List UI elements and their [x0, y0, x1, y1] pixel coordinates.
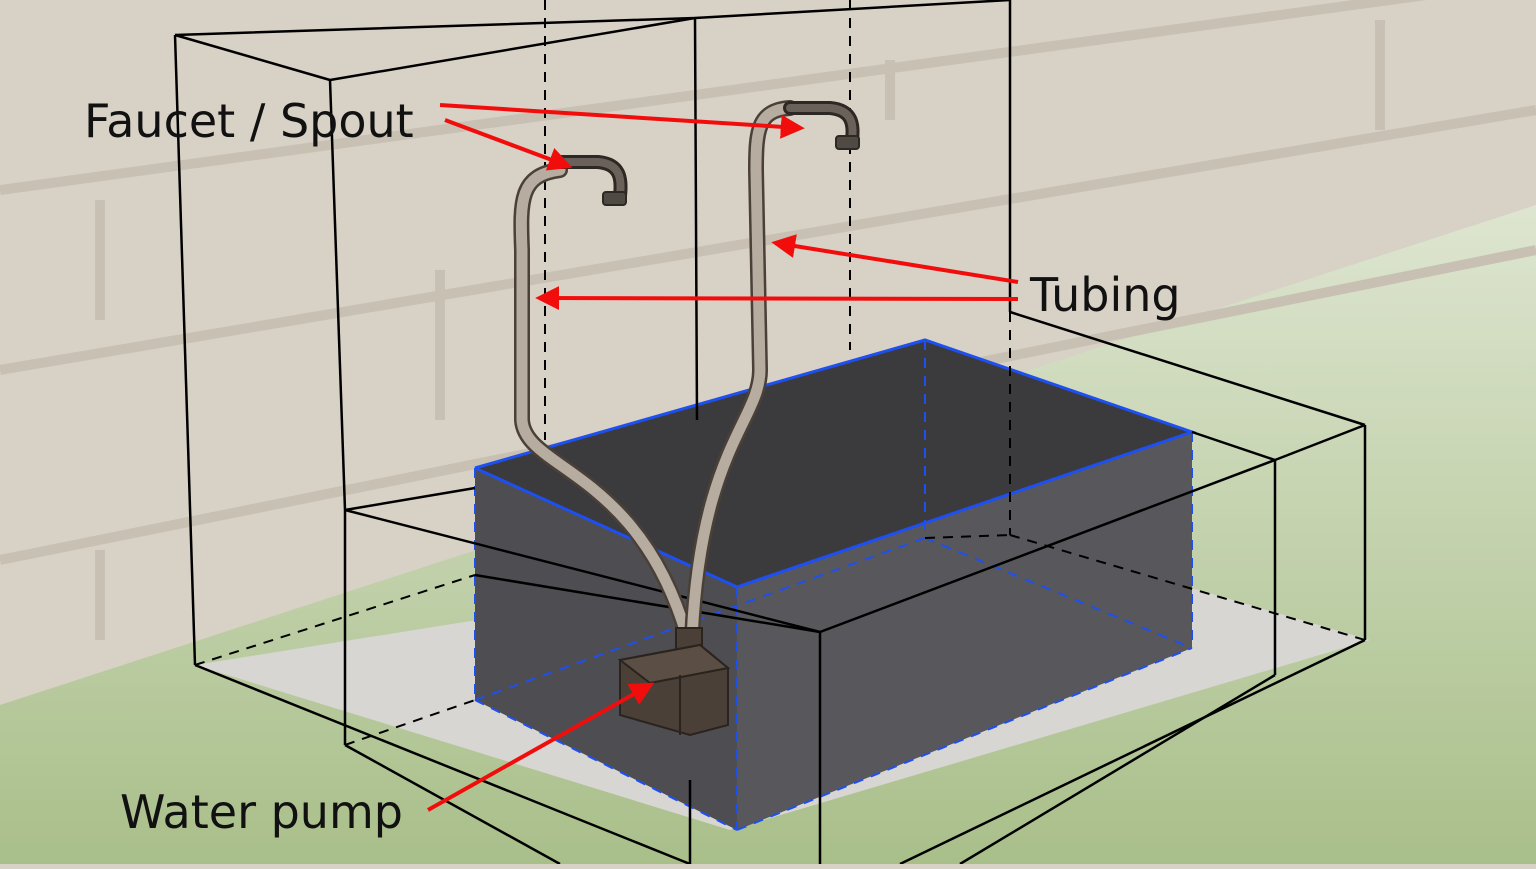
label-water-pump: Water pump	[120, 785, 403, 839]
basin-inner	[475, 340, 1192, 587]
tubing	[513, 100, 798, 648]
wireframe-solid	[173, 0, 1367, 866]
water-pump	[617, 627, 731, 737]
label-tubing: Tubing	[1029, 268, 1181, 322]
wireframe-dashed	[194, 0, 1366, 746]
annotation-arrows	[427, 103, 1019, 812]
arrow-tubing-right	[771, 234, 1019, 284]
label-faucet-spout: Faucet / Spout	[84, 94, 414, 148]
faucet-left	[551, 155, 628, 206]
basin	[474, 338, 1197, 831]
arrow-faucet-right	[439, 103, 805, 139]
arrow-pump	[427, 682, 655, 812]
faucet-right	[783, 101, 860, 150]
arrow-faucet-left	[444, 118, 573, 171]
arrow-tubing-left	[535, 286, 1019, 311]
basin-right-face	[737, 432, 1192, 830]
